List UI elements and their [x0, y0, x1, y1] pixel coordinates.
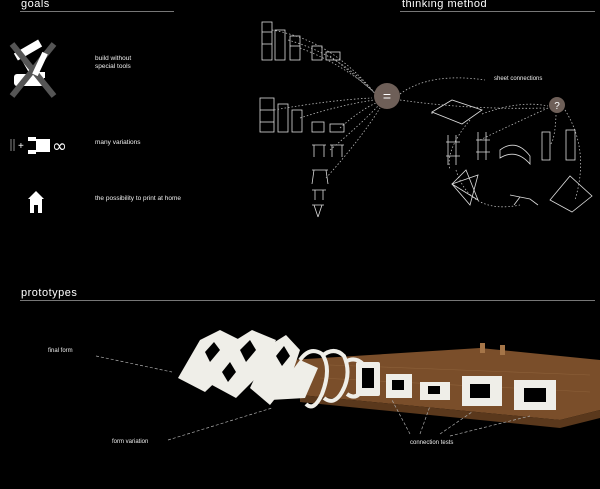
- goal-text-line-2: special tools: [95, 63, 131, 70]
- label-leaders: [95, 355, 531, 441]
- no-tools-icon: [9, 39, 57, 98]
- question-symbol: ?: [554, 101, 560, 112]
- svg-text:∞: ∞: [52, 136, 67, 157]
- form-variation-label: form variation: [112, 439, 149, 445]
- connection-test-slots: [362, 368, 546, 402]
- connection-tests-label: connection tests: [410, 440, 454, 446]
- sheet-connection-sketches: [431, 99, 593, 213]
- final-form-label: final form: [48, 348, 73, 354]
- prototypes-rule: [20, 300, 595, 301]
- goals-title: goals: [21, 0, 50, 10]
- svg-text:+: +: [18, 141, 24, 152]
- house-icon: [28, 191, 44, 213]
- equals-symbol: =: [383, 88, 391, 104]
- goals-rule: [20, 11, 174, 12]
- thinking-method-rule: [400, 11, 595, 12]
- final-form-prototype: [178, 330, 318, 405]
- thinking-method-title: thinking method: [402, 0, 488, 10]
- goal-text-line-1: build without: [95, 55, 132, 62]
- goal-text-print-at-home: the possibility to print at home: [95, 195, 181, 202]
- sheet-connections-label: sheet connections: [494, 76, 543, 82]
- dotted-connections: [271, 29, 581, 208]
- goal-text-no-tools: build without special tools: [95, 55, 131, 71]
- equals-circle: [374, 83, 400, 109]
- question-circle: [549, 97, 565, 113]
- variations-infinity-icon: + ∞: [10, 136, 67, 157]
- final-form-holes: [205, 340, 290, 382]
- prototypes-title: prototypes: [21, 287, 78, 299]
- goal-text-variations: many variations: [95, 139, 141, 146]
